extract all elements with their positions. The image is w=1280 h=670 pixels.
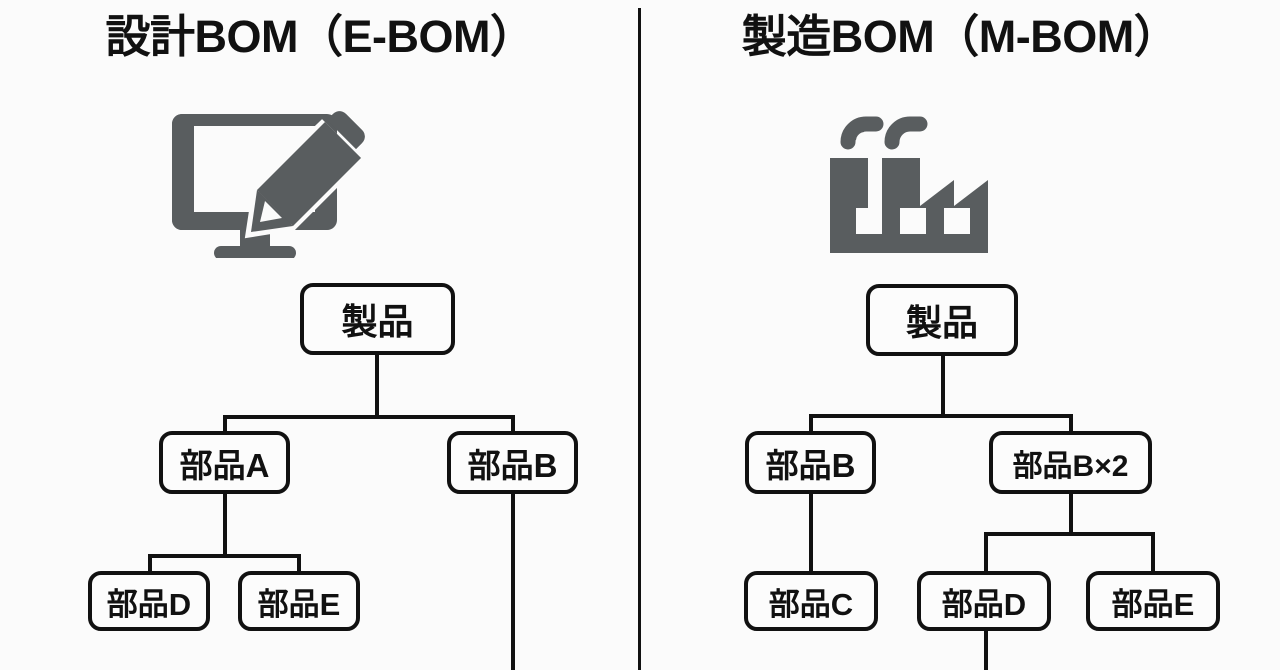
connector-right-root-stem <box>941 356 945 416</box>
node-right-part-e[interactable]: 部品E <box>1086 571 1220 631</box>
node-label: 部品A <box>179 446 270 484</box>
node-label: 部品E <box>1111 586 1195 622</box>
node-right-part-b2[interactable]: 部品B×2 <box>989 431 1152 494</box>
node-right-part-b[interactable]: 部品B <box>745 431 876 494</box>
node-left-product[interactable]: 製品 <box>300 283 455 355</box>
node-label: 部品B <box>467 446 558 484</box>
connector-right-level2-bus <box>809 414 1073 418</box>
connector-right-to-partB2 <box>1069 414 1073 433</box>
node-left-part-e[interactable]: 部品E <box>238 571 360 631</box>
connector-right-partB2-stem <box>1069 494 1073 534</box>
node-left-part-b[interactable]: 部品B <box>447 431 578 494</box>
node-right-part-c[interactable]: 部品C <box>744 571 878 631</box>
panel-title-mbom: 製造BOM（M-BOM） <box>741 11 1179 62</box>
connector-right-partD-descender <box>984 631 988 670</box>
node-label: 部品E <box>257 586 341 622</box>
connector-left-level3-bus <box>148 554 301 558</box>
monitor-pencil-icon <box>172 108 372 258</box>
node-label: 製品 <box>341 301 414 342</box>
connector-left-root-stem <box>375 355 379 417</box>
node-left-part-d[interactable]: 部品D <box>88 571 210 631</box>
panel-divider <box>638 8 641 670</box>
node-label: 部品B×2 <box>1012 449 1129 483</box>
panel-title-ebom: 設計BOM（E-BOM） <box>105 11 535 62</box>
connector-left-to-partB <box>511 415 515 433</box>
node-label: 部品D <box>941 586 1027 622</box>
node-right-part-d[interactable]: 部品D <box>917 571 1051 631</box>
connector-right-to-partD <box>984 532 988 572</box>
connector-left-to-partE <box>297 554 301 572</box>
node-label: 製品 <box>905 302 978 343</box>
connector-left-partB-descender <box>511 494 515 670</box>
factory-icon <box>826 108 1006 258</box>
node-label: 部品B <box>765 446 856 484</box>
node-right-product[interactable]: 製品 <box>866 284 1018 356</box>
node-label: 部品C <box>768 586 854 622</box>
connector-right-to-partE <box>1151 532 1155 572</box>
connector-right-to-partB <box>809 414 813 433</box>
connector-left-partA-stem <box>223 494 227 556</box>
node-left-part-a[interactable]: 部品A <box>159 431 290 494</box>
connector-right-partB-to-partC <box>809 494 813 572</box>
connector-right-level3-bus <box>984 532 1155 536</box>
connector-left-level2-bus <box>223 415 515 419</box>
connector-left-to-partA <box>223 415 227 433</box>
node-label: 部品D <box>106 586 192 622</box>
connector-left-to-partD <box>148 554 152 572</box>
